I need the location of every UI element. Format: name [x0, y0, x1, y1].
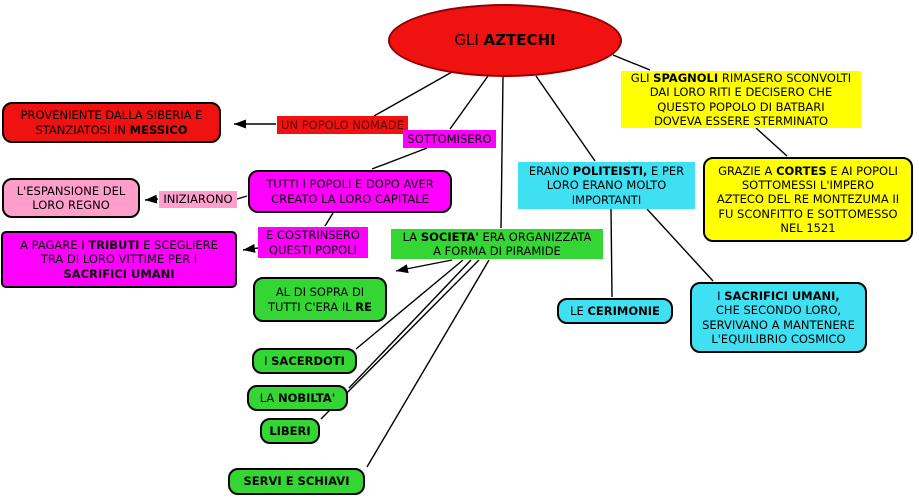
node-iniziarono: INIZIARONO: [159, 191, 237, 208]
node-un-popolo-nomade: UN POPOLO NOMADE: [277, 116, 408, 134]
text-segment: ERA ORGANIZZATA A FORMA DI PIRAMIDE: [433, 229, 592, 258]
node-text: PROVENIENTE DALLA SIBERIA E STANZIATOSI …: [21, 108, 203, 136]
text-segment: LA: [259, 390, 278, 405]
node-i-sacerdoti: I SACERDOTI: [252, 348, 357, 374]
connector-aztechi-spagnoli: [612, 54, 651, 71]
text-segment: E AI POPOLI SOTTOMESSI L'IMPERO AZTECO D…: [716, 164, 900, 235]
node-grazie-a-cortes: GRAZIE A CORTES E AI POPOLI SOTTOMESSI L…: [703, 157, 913, 242]
text-segment: PROVENIENTE DALLA SIBERIA E STANZIATOSI …: [20, 108, 203, 137]
node-text: LA SOCIETA' ERA ORGANIZZATA A FORMA DI P…: [403, 230, 592, 258]
text-segment: A PAGARE I: [20, 238, 89, 253]
node-societa-piramide: LA SOCIETA' ERA ORGANIZZATA A FORMA DI P…: [391, 229, 603, 259]
text-segment: I: [264, 353, 272, 368]
text-segment: CHE SECONDO LORO, SERVIVANO A MANTENERE …: [702, 303, 855, 346]
node-text: ERANO POLITEISTI, E PER LORO ERANO MOLTO…: [529, 164, 684, 206]
text-segment: L'ESPANSIONE DEL LORO REGNO: [16, 183, 126, 212]
text-segment-bold: SACERDOTI: [271, 353, 345, 368]
connector-spagnoli-cortes: [755, 127, 788, 157]
node-tutti-i-popoli: TUTTI I POPOLI E DOPO AVER CREATO LA LOR…: [248, 170, 452, 213]
node-text: LA NOBILTA': [260, 391, 335, 405]
text-segment: TUTTI I POPOLI E DOPO AVER CREATO LA LOR…: [266, 177, 434, 206]
node-erano-politeisti: ERANO POLITEISTI, E PER LORO ERANO MOLTO…: [518, 162, 695, 209]
node-e-costrinsero: E COSTRINSERO QUESTI POPOLI: [258, 227, 368, 258]
node-servi-e-schiavi: SERVI E SCHIAVI: [228, 468, 365, 495]
connector-aztechi-societa: [500, 76, 504, 229]
node-sacrifici-umani: I SACRIFICI UMANI, CHE SECONDO LORO, SER…: [690, 282, 867, 353]
text-segment: GLI: [630, 71, 654, 86]
text-segment: INIZIARONO: [163, 192, 233, 207]
node-text: LIBERI: [269, 424, 310, 438]
text-segment: E COSTRINSERO QUESTI POPOLI: [266, 228, 360, 257]
text-segment: UN POPOLO NOMADE: [281, 117, 404, 132]
node-liberi: LIBERI: [260, 418, 320, 444]
node-text: A PAGARE I TRIBUTI E SCEGLIERE TRA DI LO…: [20, 238, 218, 280]
node-text: INIZIARONO: [163, 192, 232, 206]
node-a-pagare-tributi: A PAGARE I TRIBUTI E SCEGLIERE TRA DI LO…: [1, 231, 237, 288]
text-segment-bold: LIBERI: [269, 423, 311, 438]
node-espansione-regno: L'ESPANSIONE DEL LORO REGNO: [2, 178, 140, 218]
text-segment: I: [717, 289, 725, 304]
node-text: SOTTOMISERO: [407, 132, 491, 146]
text-segment: GRAZIE A: [718, 164, 777, 179]
connector-sottomisero-tuttipopoli: [371, 147, 428, 170]
node-text: I SACERDOTI: [264, 354, 345, 368]
text-segment-bold: CERIMONIE: [587, 303, 660, 318]
text-segment-bold: SERVI E SCHIAVI: [243, 474, 350, 489]
node-text: UN POPOLO NOMADE: [281, 118, 404, 132]
node-text: TUTTI I POPOLI E DOPO AVER CREATO LA LOR…: [266, 177, 434, 205]
text-segment-bold: NOBILTA': [277, 390, 336, 405]
text-segment-bold: TRIBUTI: [88, 238, 140, 253]
node-sottomisero: SOTTOMISERO: [403, 130, 496, 148]
node-gli-aztechi: GLI AZTECHI: [388, 4, 622, 77]
text-segment-bold: RE: [355, 299, 372, 314]
text-segment: RIMASERO SCONVOLTI DAI LORO RITI E DECIS…: [649, 71, 852, 128]
node-la-nobilta: LA NOBILTA': [247, 385, 348, 411]
node-proveniente-siberia: PROVENIENTE DALLA SIBERIA E STANZIATOSI …: [2, 102, 221, 143]
text-segment: GLI: [454, 31, 484, 50]
connector-costrinsero-apagare-arrow: [242, 243, 259, 253]
text-segment: E SCEGLIERE TRA DI LORO VITTIME PER I: [40, 238, 218, 267]
text-segment: SOTTOMISERO: [407, 131, 492, 146]
text-segment-bold: POLITEISTI,: [572, 164, 648, 179]
node-text: AL DI SOPRA DI TUTTI C'ERA IL RE: [268, 285, 372, 313]
text-segment: E PER LORO ERANO MOLTO IMPORTANTI: [546, 164, 685, 207]
text-segment-bold: CORTES: [776, 164, 827, 179]
node-text: SERVI E SCHIAVI: [244, 474, 350, 488]
connector-tuttipopoli-costrinsero: [324, 212, 334, 227]
node-text: I SACRIFICI UMANI, CHE SECONDO LORO, SER…: [702, 289, 855, 345]
connector-societa-re-arrow: [395, 259, 453, 274]
text-segment: ERANO: [528, 164, 573, 179]
node-gli-spagnoli: GLI SPAGNOLI RIMASERO SCONVOLTI DAI LORO…: [621, 71, 861, 128]
text-segment-bold: SPAGNOLI: [653, 71, 719, 86]
node-text: GLI AZTECHI: [454, 31, 555, 49]
node-text: L'ESPANSIONE DEL LORO REGNO: [17, 184, 126, 212]
text-segment-bold: AZTECHI: [483, 31, 556, 50]
connector-aztechi-nomade: [373, 71, 453, 117]
node-text: E COSTRINSERO QUESTI POPOLI: [266, 228, 360, 256]
node-text: GRAZIE A CORTES E AI POPOLI SOTTOMESSI L…: [717, 164, 899, 234]
connector-tuttipopoli-iniziarono: [236, 195, 248, 200]
text-segment-bold: SACRIFICI UMANI,: [724, 289, 840, 304]
text-segment-bold: MESSICO: [129, 122, 188, 137]
node-le-cerimonie: LE CERIMONIE: [557, 298, 673, 324]
text-segment-bold: SACRIFICI UMANI: [63, 266, 175, 281]
text-segment: LE: [570, 303, 588, 318]
text-segment-bold: SOCIETA': [420, 229, 479, 244]
connector-aztechi-sottomisero: [449, 75, 489, 130]
text-segment: LA: [402, 229, 421, 244]
node-al-di-sopra-re: AL DI SOPRA DI TUTTI C'ERA IL RE: [253, 277, 387, 322]
connector-politeisti-cerimonie: [610, 208, 613, 298]
text-segment: AL DI SOPRA DI TUTTI C'ERA IL: [267, 285, 365, 314]
node-text: LE CERIMONIE: [570, 304, 660, 318]
connector-iniziarono-espansione-arrow: [144, 194, 159, 204]
node-text: GLI SPAGNOLI RIMASERO SCONVOLTI DAI LORO…: [631, 71, 851, 127]
connector-aztechi-politeisti: [535, 75, 596, 162]
